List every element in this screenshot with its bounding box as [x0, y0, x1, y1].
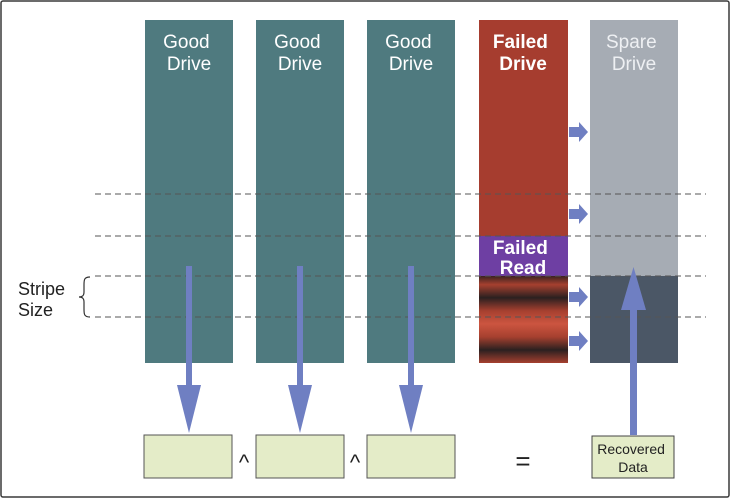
failed-drive-label: Failed Drive [493, 32, 553, 75]
read-arrow-2 [288, 266, 312, 433]
drive-1-label: Good Drive [163, 32, 215, 75]
copy-arrow-4 [569, 331, 588, 351]
xor-operator-1: ^ [239, 450, 250, 475]
read-arrow-1 [177, 266, 201, 433]
failed-read-zone [479, 236, 568, 276]
copy-arrow-1 [569, 122, 588, 142]
recovered-data-label: Recovered Data [597, 441, 669, 475]
result-box-3 [366, 434, 456, 479]
spare-drive-label: Spare Drive [606, 32, 662, 75]
write-arrow [621, 267, 646, 435]
result-box-2 [255, 434, 345, 479]
drive-3-label: Good Drive [385, 32, 437, 75]
drive-2-label: Good Drive [274, 32, 326, 75]
copy-arrow-2 [569, 204, 588, 224]
stripe-size-brace [78, 276, 91, 318]
xor-operator-2: ^ [350, 450, 361, 475]
result-box-1 [143, 434, 233, 479]
copy-arrow-3 [569, 287, 588, 307]
unreadable-stripe-zone [479, 276, 568, 363]
read-arrow-3 [399, 266, 423, 433]
recovered-data-box [591, 435, 675, 479]
failed-read-label: Failed Read [493, 238, 553, 279]
equals-operator: = [515, 446, 530, 476]
stripe-size-label: Stripe Size [18, 279, 70, 320]
